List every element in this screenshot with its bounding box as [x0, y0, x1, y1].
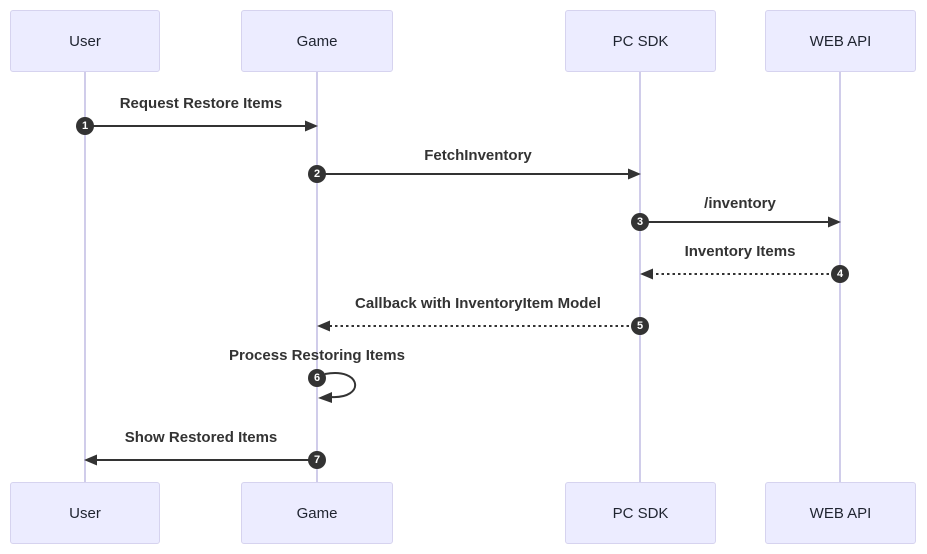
arrow-message-4	[640, 268, 840, 280]
participant-bottom-pc-sdk: PC SDK	[565, 482, 716, 544]
participant-label: User	[69, 32, 101, 50]
participant-label: User	[69, 504, 101, 522]
participant-label: Game	[296, 32, 338, 50]
sequence-number-badge-5: 5	[631, 317, 649, 335]
sequence-number-badge-7: 7	[308, 451, 326, 469]
participant-top-game: Game	[241, 10, 393, 72]
sequence-number-badge-6: 6	[308, 369, 326, 387]
sequence-number-badge-1: 1	[76, 117, 94, 135]
participant-bottom-web-api: WEB API	[765, 482, 916, 544]
participant-top-user: User	[10, 10, 160, 72]
arrow-message-2	[317, 168, 641, 180]
participant-label: PC SDK	[612, 504, 669, 522]
participant-bottom-game: Game	[241, 482, 393, 544]
message-label-2: FetchInventory	[424, 147, 532, 164]
participant-top-web-api: WEB API	[765, 10, 916, 72]
participant-label: Game	[296, 504, 338, 522]
message-label-6: Process Restoring Items	[229, 347, 405, 364]
message-label-4: Inventory Items	[684, 243, 796, 260]
participant-label: PC SDK	[612, 32, 669, 50]
arrow-message-6-self-loop	[318, 372, 357, 403]
participant-label: WEB API	[809, 32, 872, 50]
participant-top-pc-sdk: PC SDK	[565, 10, 716, 72]
message-label-5: Callback with InventoryItem Model	[355, 295, 601, 312]
message-label-1: Request Restore Items	[119, 95, 283, 112]
arrow-message-1	[85, 120, 318, 132]
sequence-number-badge-2: 2	[308, 165, 326, 183]
message-label-7: Show Restored Items	[124, 429, 278, 446]
message-label-3: /inventory	[704, 195, 776, 212]
sequence-number-badge-3: 3	[631, 213, 649, 231]
participant-label: WEB API	[809, 504, 872, 522]
arrow-message-7	[84, 454, 317, 466]
participant-bottom-user: User	[10, 482, 160, 544]
sequence-number-badge-4: 4	[831, 265, 849, 283]
arrow-message-3	[640, 216, 841, 228]
arrow-message-5	[317, 320, 640, 332]
